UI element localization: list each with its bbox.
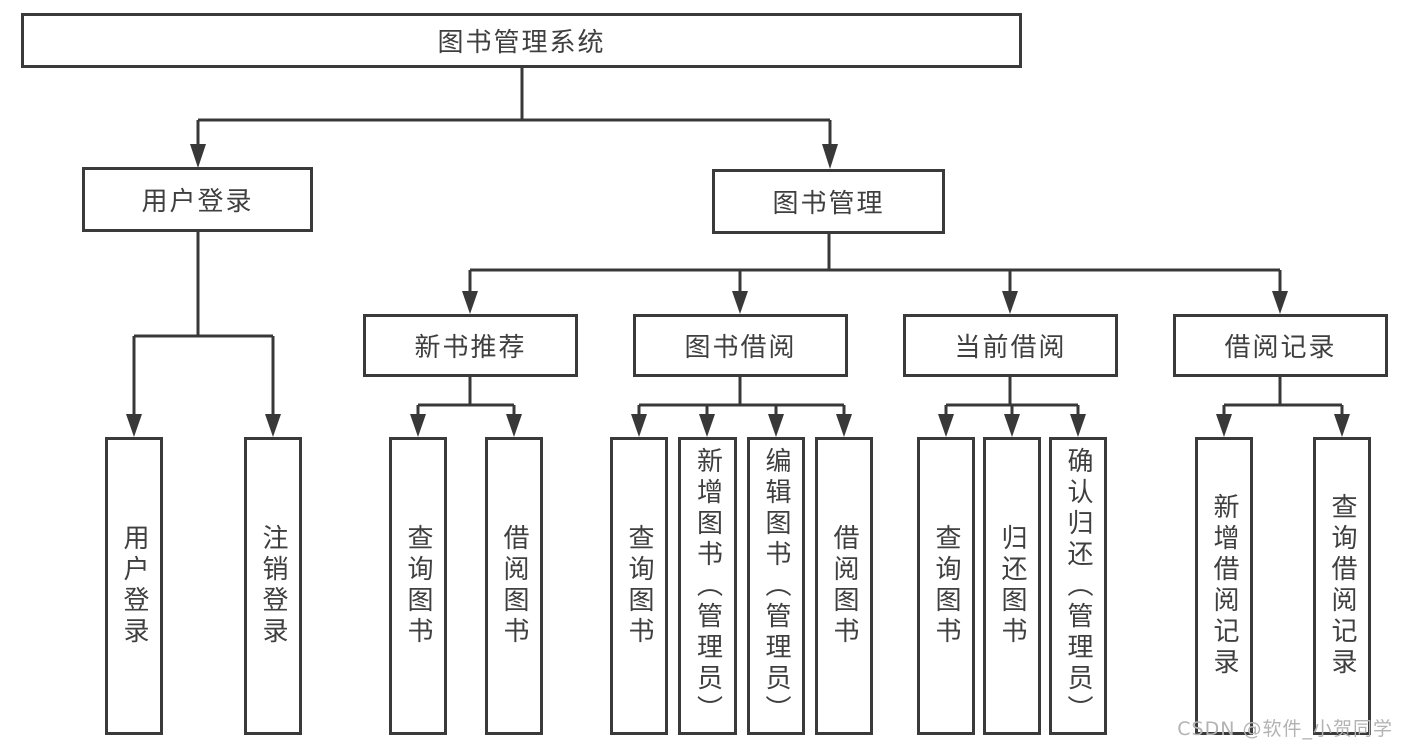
leaf-borrow-books-recommend: 借阅图书 <box>485 437 543 735</box>
leaf-logout: 注销登录 <box>244 437 302 735</box>
node-borrow-records: 借阅记录 <box>1173 314 1388 377</box>
node-book-borrow: 图书借阅 <box>633 314 848 377</box>
leaf-query-books-current: 查询图书 <box>917 437 975 735</box>
connector-book-management <box>462 234 1288 314</box>
leaf-edit-book-admin: 编辑图书（管理员） <box>747 437 805 735</box>
watermark-text: CSDN @软件_小贺同学 <box>1177 718 1393 740</box>
connector-root <box>190 68 838 169</box>
leaf-confirm-return-admin: 确认归还（管理员） <box>1049 437 1107 735</box>
node-current-borrow: 当前借阅 <box>903 314 1118 377</box>
connector-user-login <box>126 232 281 437</box>
leaf-add-borrow-record: 新增借阅记录 <box>1195 437 1253 735</box>
connector-current-borrow <box>938 377 1086 437</box>
leaf-user-login: 用户登录 <box>105 437 163 735</box>
node-user-login: 用户登录 <box>82 167 313 232</box>
leaf-add-book-admin: 新增图书（管理员） <box>678 437 737 735</box>
leaf-query-borrow-record: 查询借阅记录 <box>1313 437 1371 735</box>
leaf-query-books-recommend: 查询图书 <box>389 437 447 735</box>
connector-book-borrow <box>631 377 852 437</box>
node-library-management-system: 图书管理系统 <box>21 13 1022 68</box>
leaf-borrow-books-borrow: 借阅图书 <box>815 437 873 735</box>
node-new-book-recommend: 新书推荐 <box>363 314 578 377</box>
leaf-return-book: 归还图书 <box>983 437 1041 735</box>
node-book-management: 图书管理 <box>712 169 945 234</box>
connector-new-book-recommend <box>410 377 522 437</box>
connector-borrow-records <box>1216 377 1350 437</box>
leaf-query-books-borrow: 查询图书 <box>610 437 668 735</box>
